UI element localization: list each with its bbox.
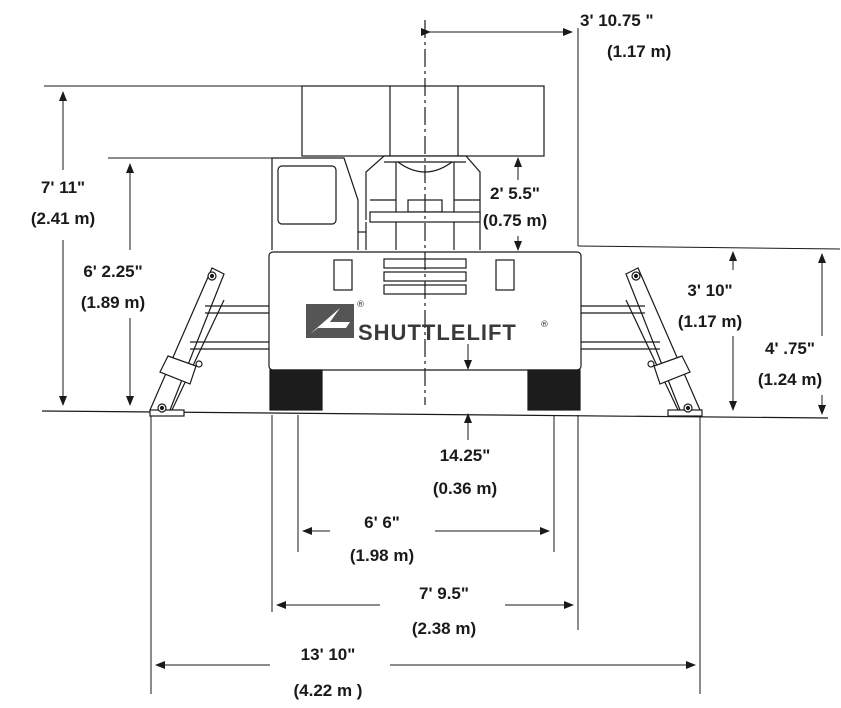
top-offset-metric: (1.17 m) [607, 42, 672, 61]
dimension-lines [59, 28, 826, 669]
overall-height-imperial: 7' 11" [40, 178, 86, 197]
shuttlelift-logo-text: SHUTTLELIFT [358, 320, 517, 345]
cab-height-metric: (1.89 m) [80, 293, 146, 312]
extension-lines [44, 28, 841, 694]
top-offset-imperial: 3' 10.75 " [580, 11, 654, 30]
left-outrigger [149, 267, 269, 417]
overall-height-metric: (2.41 m) [30, 209, 96, 228]
registered-mark-emblem: ® [356, 300, 365, 310]
right-height-a-imperial: 3' 10" [687, 281, 733, 300]
right-outrigger [581, 267, 703, 417]
right-height-b-metric: (1.24 m) [757, 370, 823, 389]
registered-mark-text: ® [540, 320, 549, 330]
counterweight-height-imperial: 2' 5.5" [490, 184, 540, 203]
right-track [527, 369, 581, 411]
left-track [269, 369, 323, 411]
ground-clearance-imperial: 14.25" [439, 446, 491, 465]
shuttlelift-logo-emblem [306, 304, 354, 338]
overall-width-metric: (4.22 m ) [293, 681, 363, 700]
right-height-a-metric: (1.17 m) [677, 312, 743, 331]
inner-track-imperial: 6' 6" [364, 513, 400, 532]
counterweight [301, 85, 545, 157]
outer-track-imperial: 7' 9.5" [419, 584, 469, 603]
counterweight-height-metric: (0.75 m) [482, 211, 548, 230]
cab-height-imperial: 6' 2.25" [83, 262, 143, 281]
inner-track-metric: (1.98 m) [349, 546, 415, 565]
operator-cab [271, 157, 366, 250]
overall-width-imperial: 13' 10" [300, 645, 356, 664]
outer-track-metric: (2.38 m) [411, 619, 477, 638]
ground-clearance-metric: (0.36 m) [432, 479, 498, 498]
right-height-b-imperial: 4' .75" [765, 339, 815, 358]
